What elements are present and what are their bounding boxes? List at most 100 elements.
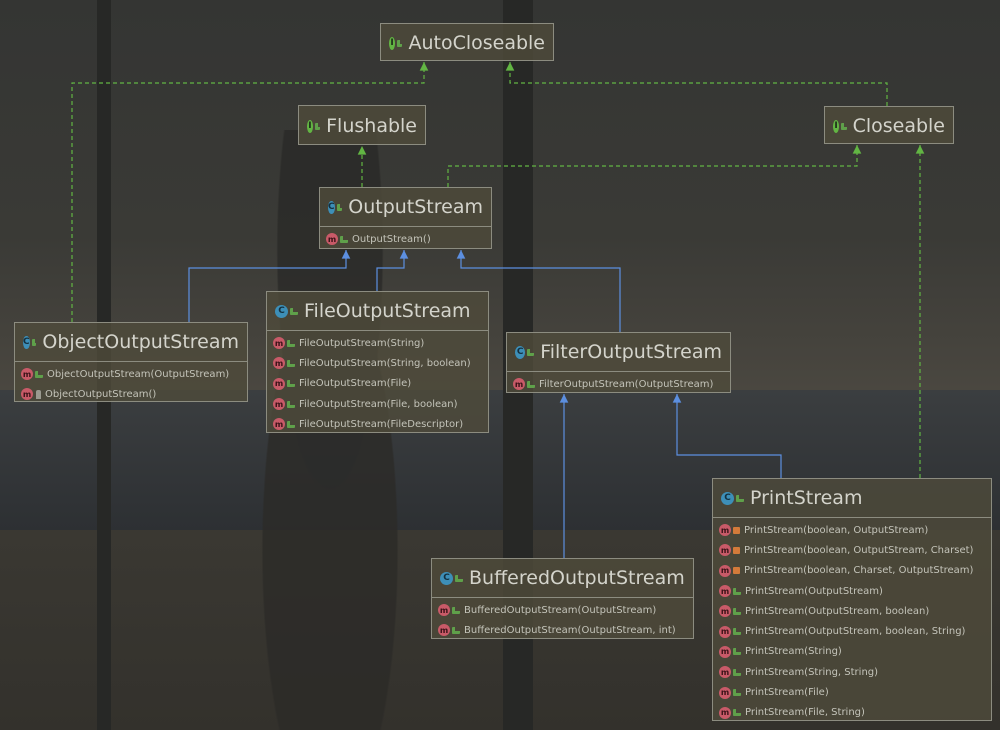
public-visibility-icon xyxy=(31,338,37,346)
public-visibility-icon xyxy=(452,606,460,614)
public-visibility-icon xyxy=(287,400,295,408)
method-row[interactable]: m ObjectOutputStream() xyxy=(15,384,247,404)
method-icon: m xyxy=(273,337,285,350)
method-row[interactable]: m PrintStream(OutputStream, boolean) xyxy=(713,601,991,621)
class-name: BufferedOutputStream xyxy=(469,567,685,589)
public-visibility-icon xyxy=(314,122,321,130)
method-signature: ObjectOutputStream() xyxy=(45,388,157,400)
public-visibility-icon xyxy=(455,574,463,582)
public-visibility-icon xyxy=(733,689,741,697)
method-icon: m xyxy=(719,564,731,577)
method-row[interactable]: m ObjectOutputStream(OutputStream) xyxy=(15,364,247,384)
public-visibility-icon xyxy=(736,494,744,502)
method-row[interactable]: m PrintStream(String) xyxy=(713,642,991,662)
class-icon: C xyxy=(440,571,453,585)
edge-outputstream-to-closeable xyxy=(447,145,862,187)
class-name: FilterOutputStream xyxy=(540,341,722,363)
private-visibility-icon xyxy=(733,567,740,575)
public-visibility-icon xyxy=(287,420,295,428)
method-row[interactable]: m PrintStream(OutputStream, boolean, Stri… xyxy=(713,621,991,641)
method-signature: OutputStream() xyxy=(352,233,431,245)
edge-filteroutputstream-to-outputstream xyxy=(456,250,621,332)
edge-fileoutputstream-to-outputstream xyxy=(376,250,409,291)
method-icon: m xyxy=(273,357,285,370)
public-visibility-icon xyxy=(733,587,741,595)
method-row[interactable]: m FileOutputStream(String) xyxy=(267,333,488,353)
public-visibility-icon xyxy=(287,359,295,367)
public-visibility-icon xyxy=(733,668,741,676)
edge-printstream-to-filteroutputstream xyxy=(672,394,782,478)
class-node-autocloseable[interactable]: I AutoCloseable xyxy=(380,23,554,61)
public-visibility-icon xyxy=(527,348,535,356)
method-row[interactable]: m PrintStream(boolean, OutputStream, Char… xyxy=(713,540,991,560)
public-visibility-icon xyxy=(287,339,295,347)
method-signature: PrintStream(OutputStream) xyxy=(745,585,883,597)
public-visibility-icon xyxy=(452,626,460,634)
method-icon: m xyxy=(719,625,731,638)
method-row[interactable]: m PrintStream(OutputStream) xyxy=(713,581,991,601)
method-signature: PrintStream(boolean, Charset, OutputStre… xyxy=(744,565,974,577)
class-node-closeable[interactable]: I Closeable xyxy=(824,106,954,144)
method-signature: PrintStream(OutputStream, boolean, Strin… xyxy=(745,626,966,638)
abstract-class-icon: C xyxy=(328,200,335,214)
public-visibility-icon xyxy=(733,648,741,656)
method-signature: PrintStream(String) xyxy=(745,646,842,658)
method-signature: PrintStream(String, String) xyxy=(745,666,879,678)
class-name: AutoCloseable xyxy=(408,32,545,54)
method-signature: PrintStream(boolean, OutputStream, Chars… xyxy=(744,544,974,556)
interface-icon: I xyxy=(833,119,840,133)
public-visibility-icon xyxy=(733,607,741,615)
method-icon: m xyxy=(513,378,525,391)
public-visibility-icon xyxy=(733,628,741,636)
method-icon: m xyxy=(273,398,285,411)
class-icon: C xyxy=(275,304,288,318)
class-name: Flushable xyxy=(326,115,417,137)
method-signature: PrintStream(boolean, OutputStream) xyxy=(744,524,929,536)
method-icon: m xyxy=(21,388,33,401)
class-name: ObjectOutputStream xyxy=(42,331,239,353)
method-signature: FileOutputStream(String) xyxy=(299,337,425,349)
public-visibility-icon xyxy=(340,235,348,243)
public-visibility-icon xyxy=(35,370,43,378)
public-visibility-icon xyxy=(336,203,343,211)
method-icon: m xyxy=(719,645,731,658)
public-visibility-icon xyxy=(733,709,741,717)
method-icon: m xyxy=(719,605,731,618)
method-icon: m xyxy=(719,544,731,557)
method-signature: PrintStream(OutputStream, boolean) xyxy=(745,605,930,617)
method-icon: m xyxy=(21,368,33,381)
method-icon: m xyxy=(438,604,450,617)
edge-closeable-to-autocloseable xyxy=(505,62,888,106)
method-icon: m xyxy=(719,686,731,699)
class-node-flushable[interactable]: I Flushable xyxy=(298,105,426,145)
method-icon: m xyxy=(438,624,450,637)
method-signature: ObjectOutputStream(OutputStream) xyxy=(47,368,230,380)
method-row[interactable]: m PrintStream(boolean, Charset, OutputStr… xyxy=(713,561,991,581)
method-icon: m xyxy=(719,585,731,598)
private-visibility-icon xyxy=(733,526,740,534)
